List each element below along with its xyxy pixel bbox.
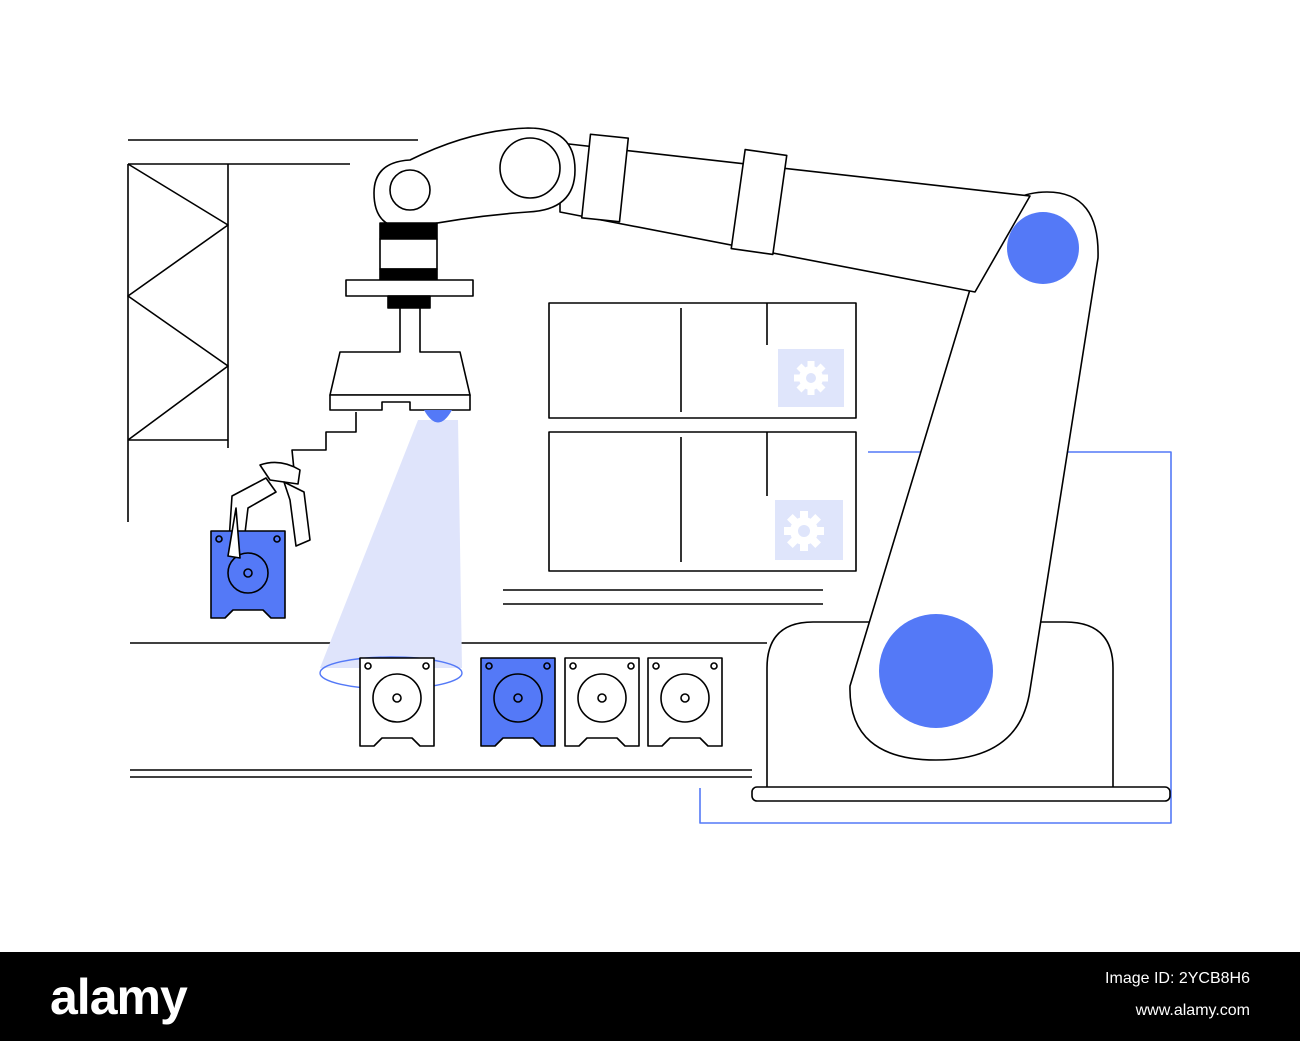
background-lines (128, 139, 823, 605)
gear-icon (784, 511, 824, 551)
robot-upper-arm (559, 133, 1031, 293)
blue-frame (699, 451, 1172, 824)
elbow-joint (1007, 212, 1079, 284)
scanner-lens (424, 410, 452, 423)
truss-structure (127, 163, 229, 522)
disk-drive (647, 657, 723, 747)
shelf-bottom (548, 431, 857, 572)
disk-drive (359, 657, 435, 747)
site-url: www.alamy.com (1135, 1002, 1250, 1019)
base-joint (879, 614, 993, 728)
scanner-beam (320, 420, 462, 668)
disk-drive (564, 657, 640, 747)
robot-wrist (373, 127, 576, 229)
gear-icon (794, 361, 828, 395)
footer-bar: alamy Image ID: 2YCB8H6 www.alamy.com (0, 952, 1300, 1041)
robot-head (329, 222, 474, 423)
shelf-top (548, 302, 857, 419)
robotic-arm-illustration (127, 127, 1172, 824)
image-id-label: Image ID: 2YCB8H6 (1105, 970, 1250, 987)
gripper-finger (227, 507, 241, 559)
disk-drive-highlighted (480, 657, 556, 747)
gripped-disk-drive (210, 530, 286, 619)
brand-logo: alamy (50, 969, 188, 1025)
